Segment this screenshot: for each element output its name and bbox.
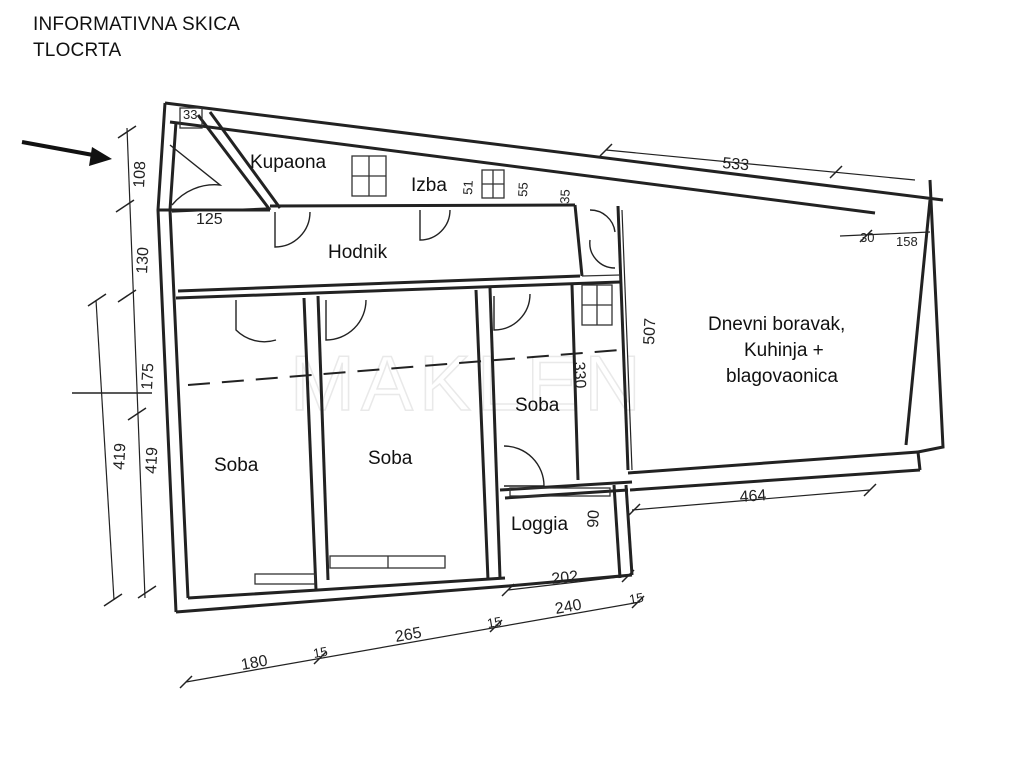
loggia-door-icon	[503, 445, 545, 487]
dim-15-a: 15	[312, 644, 329, 661]
dim-15-c: 15	[628, 590, 645, 607]
room-label-soba-left: Soba	[214, 455, 259, 476]
living-door-upper-icon	[589, 209, 616, 233]
dim-158: 158	[896, 234, 918, 249]
inner-walls	[158, 111, 633, 591]
dim-202: 202	[551, 568, 579, 588]
bedroom-left-door-icon	[235, 300, 277, 343]
dim-51: 51	[460, 180, 476, 195]
dim-180: 180	[240, 653, 269, 674]
dim-265: 265	[394, 625, 423, 646]
bedroom-right-door-icon	[493, 293, 531, 331]
room-label-living-line-3: blagovaonica	[726, 366, 838, 387]
room-label-izba: Izba	[411, 175, 447, 196]
plan-title-line-1: INFORMATIVNA SKICA	[33, 14, 240, 35]
dim-108: 108	[131, 161, 149, 189]
dim-240: 240	[554, 597, 583, 618]
shaft-boxes	[179, 107, 613, 326]
dim-533: 533	[722, 155, 750, 174]
room-label-living-line-1: Dnevni boravak,	[708, 314, 845, 335]
room-label-hodnik: Hodnik	[328, 242, 388, 263]
section-line	[187, 349, 621, 386]
dim-30: 30	[860, 230, 874, 245]
dim-90: 90	[585, 509, 603, 528]
windows	[254, 487, 611, 585]
room-label-living-line-2: Kuhinja +	[744, 340, 824, 361]
bedroom-middle-door-icon	[325, 299, 367, 341]
dim-507: 507	[641, 318, 659, 346]
dim-55: 55	[515, 182, 531, 197]
dim-464: 464	[739, 487, 767, 506]
room-label-soba-right: Soba	[515, 395, 560, 416]
living-door-lower-icon	[589, 239, 616, 269]
storage-door-icon	[419, 209, 451, 241]
entrance-arrow-icon	[21, 140, 112, 166]
dim-175: 175	[139, 363, 157, 391]
bathroom-door-icon	[274, 211, 311, 248]
plan-title-line-2: TLOCRTA	[33, 40, 122, 61]
dim-330: 330	[570, 361, 588, 389]
doors	[169, 144, 616, 487]
dim-419-inner: 419	[143, 447, 161, 475]
dim-419-outer: 419	[111, 443, 129, 471]
dim-130: 130	[134, 247, 152, 275]
outer-walls	[156, 101, 945, 614]
room-label-soba-middle: Soba	[368, 448, 413, 469]
dim-15-b: 15	[486, 614, 503, 631]
room-label-loggia: Loggia	[511, 514, 568, 535]
dimension-lines	[87, 125, 931, 689]
dim-35: 35	[557, 189, 573, 204]
plan-title: INFORMATIVNA SKICA TLOCRTA	[33, 12, 240, 64]
dim-33: 33	[183, 107, 197, 122]
dim-125: 125	[196, 211, 223, 228]
entrance-door-icon	[169, 144, 223, 206]
watermark-text: MAKLEN	[290, 339, 647, 427]
room-label-kupaona: Kupaona	[250, 152, 327, 173]
